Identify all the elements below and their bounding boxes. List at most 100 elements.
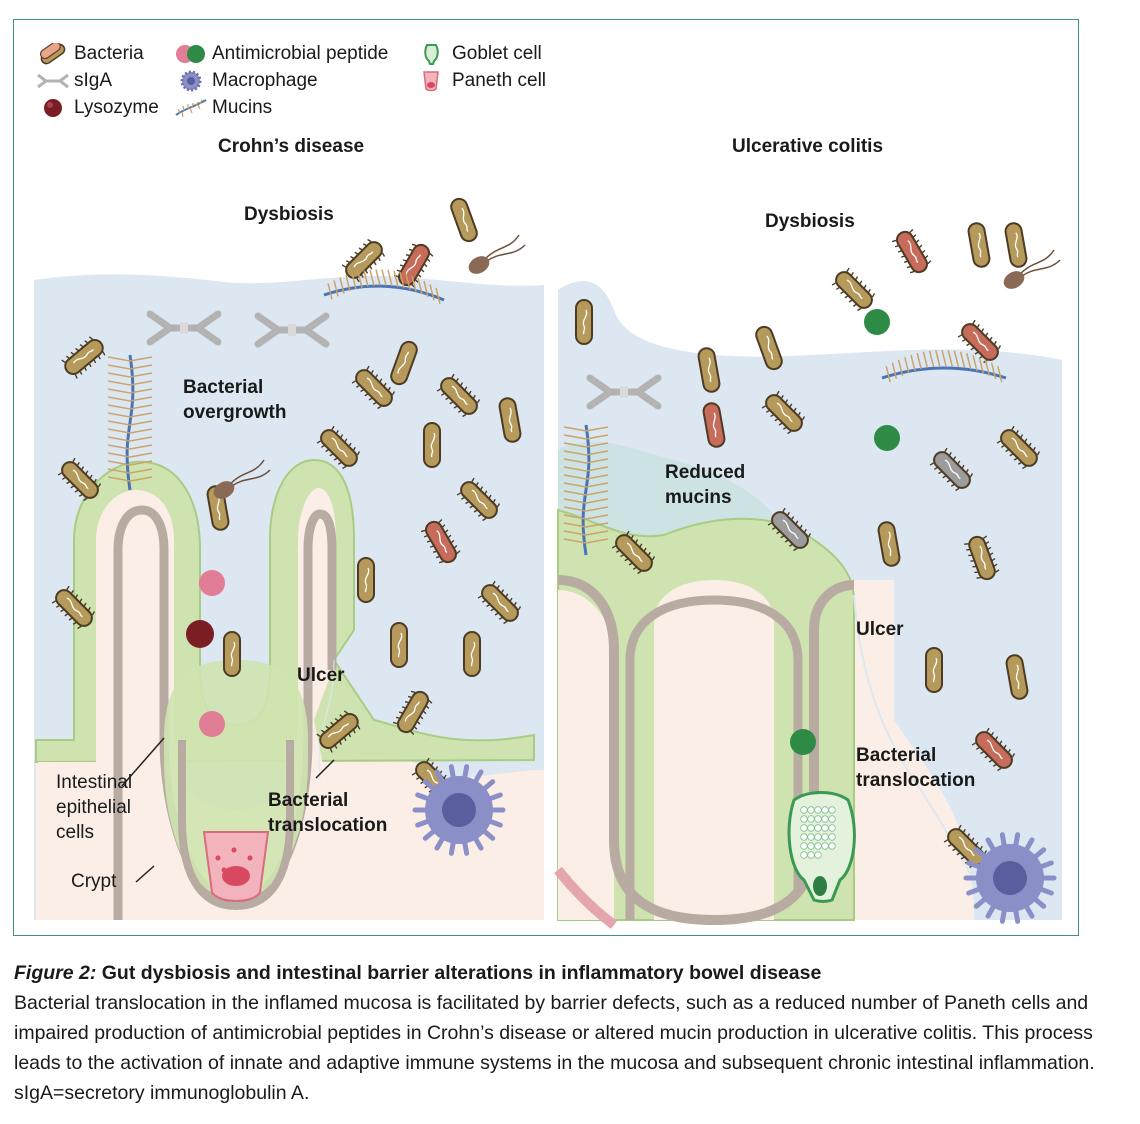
crohns-epithelial-label-1: Intestinal — [56, 772, 133, 793]
goblet-granule — [828, 833, 836, 841]
flagellated-bacterium — [213, 459, 271, 499]
uc-lamina — [558, 580, 774, 920]
paneth-nucleus — [222, 866, 250, 886]
paneth-granule — [215, 855, 221, 861]
bacterium — [351, 365, 396, 410]
uc-dysbiosis-label: Dysbiosis — [765, 211, 855, 232]
uc-reduced-label-1: Reduced — [665, 462, 746, 483]
bacterium — [1004, 222, 1028, 268]
goblet-granule — [814, 824, 822, 832]
antimicrobial-peptide-icon — [174, 43, 208, 65]
crohns-ulcer-label: Ulcer — [297, 665, 345, 686]
lysozyme — [186, 620, 214, 648]
caption-title-line: Figure 2: Gut dysbiosis and intestinal b… — [14, 958, 1114, 988]
bacterium — [423, 422, 441, 468]
crohns-panel — [34, 274, 544, 920]
antimicrobial-peptide — [199, 711, 225, 737]
bacterium — [390, 622, 408, 668]
antimicrobial-peptide — [864, 309, 890, 335]
goblet-cell-icon — [414, 43, 448, 65]
goblet-granule — [807, 806, 815, 814]
antimicrobial-peptide — [874, 425, 900, 451]
legend-item-goblet-cell: Goblet cell — [414, 40, 546, 67]
siga-antibody — [146, 310, 222, 346]
legend-column-3: Goblet cell Paneth cell — [414, 40, 546, 94]
crohns-crypt-wall-2 — [178, 740, 294, 911]
panel-divider — [544, 260, 558, 935]
lysozyme-icon — [36, 97, 70, 119]
goblet-granule — [828, 815, 836, 823]
goblet-granule — [807, 833, 815, 841]
bacterium — [61, 336, 106, 379]
goblet-granule — [814, 806, 822, 814]
legend-label-bacteria: Bacteria — [74, 43, 144, 64]
uc-reduced-label-2: mucins — [665, 487, 732, 508]
legend-item-macrophage: Macrophage — [174, 67, 388, 94]
bacterium — [51, 585, 96, 630]
legend-label-lysozyme: Lysozyme — [74, 97, 159, 118]
bacterium — [341, 238, 386, 283]
bacterium — [223, 631, 241, 677]
goblet-granule — [821, 833, 829, 841]
crohns-translocation-label-1: Bacterial — [268, 790, 349, 811]
bacterium — [925, 647, 943, 693]
goblet-granule — [821, 806, 829, 814]
crohns-epithelial-label-3: cells — [56, 822, 95, 843]
crohns-ulcer — [318, 659, 335, 781]
legend-item-paneth-cell: Paneth cell — [414, 67, 546, 94]
goblet-granule — [807, 815, 815, 823]
legend-column-2: Antimicrobial peptide Macrophage Mucins — [174, 40, 388, 121]
uc-translocation-label-2: translocation — [856, 770, 976, 791]
paneth-granule — [243, 869, 249, 875]
macrophage-icon — [174, 70, 208, 92]
caption-body: Bacterial translocation in the inflamed … — [14, 992, 1095, 1104]
flagellated-bacterium — [468, 234, 526, 274]
goblet-granule — [807, 851, 815, 859]
goblet-granule — [821, 815, 829, 823]
bacterium — [877, 521, 901, 567]
bacterium — [964, 535, 1000, 581]
bacterium — [996, 425, 1041, 470]
bacterium — [967, 222, 991, 268]
legend-item-siga: sIgA — [36, 67, 159, 94]
goblet-granule — [828, 806, 836, 814]
antimicrobial-peptide — [790, 729, 816, 755]
uc-crypt-wall — [557, 575, 855, 926]
goblet-granule — [800, 851, 808, 859]
goblet-granule — [807, 842, 815, 850]
goblet-granule — [814, 851, 822, 859]
goblet-granule — [821, 824, 829, 832]
goblet-granule — [828, 824, 836, 832]
paneth-cell-icon — [414, 70, 448, 92]
uc-panel — [554, 281, 1062, 929]
mucin-icon — [174, 97, 208, 119]
bacterium — [316, 710, 361, 753]
flagellated-bacterium — [1003, 249, 1061, 289]
uc-crypt-wall-inner — [625, 595, 803, 920]
bacterium — [420, 519, 461, 564]
bacterium — [57, 457, 102, 502]
bacterium — [697, 347, 721, 393]
bacterium — [390, 340, 418, 386]
legend-item-lysozyme: Lysozyme — [36, 94, 159, 121]
legend-label-siga: sIgA — [74, 70, 113, 91]
bacterium — [498, 397, 522, 443]
legend-item-mucins: Mucins — [174, 94, 388, 121]
crypt-pointer-line — [135, 865, 155, 883]
bacterium — [761, 390, 806, 435]
goblet-granule — [800, 806, 808, 814]
bacterium — [831, 267, 876, 312]
crohns-epithelial-label-2: epithelial — [56, 797, 131, 818]
bacterium — [702, 402, 726, 448]
goblet-granule — [800, 842, 808, 850]
crohns-tissue — [36, 670, 544, 920]
goblet-granule — [800, 815, 808, 823]
bacterium — [357, 557, 375, 603]
paneth-granule — [247, 855, 253, 861]
epithelial-pointer-line — [121, 737, 165, 787]
legend-label-macrophage: Macrophage — [212, 70, 318, 91]
crohns-overgrowth-label-2: overgrowth — [183, 402, 287, 423]
bacterium — [575, 299, 593, 345]
translocation-pointer-line — [315, 759, 335, 779]
bacteria-icon — [36, 40, 70, 65]
